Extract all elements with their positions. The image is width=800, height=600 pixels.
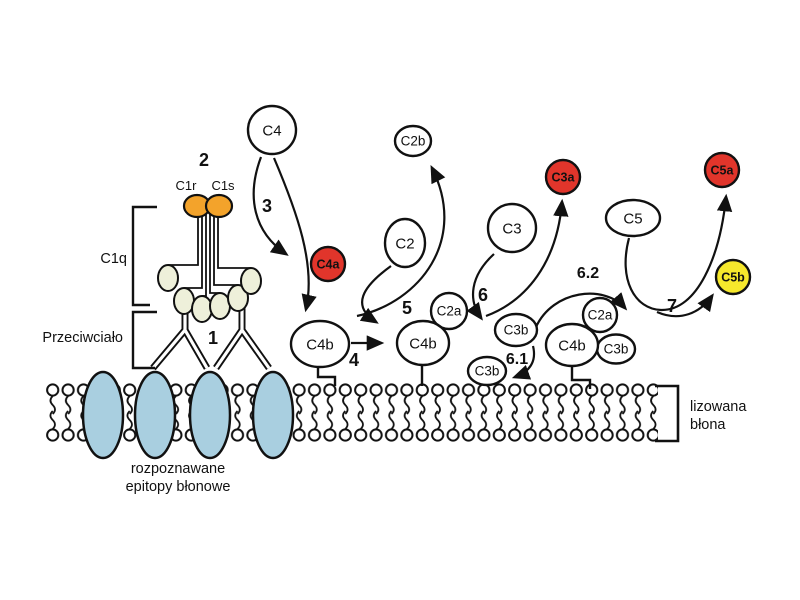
- c1s-head: [204, 193, 234, 219]
- label-c2a-c5convertase: C2a: [588, 308, 613, 323]
- c1q-head: [191, 295, 213, 323]
- epitope-ellipse: [133, 370, 177, 460]
- c1q-head: [227, 284, 249, 312]
- c4b-anchor: [570, 365, 592, 389]
- label-c1r: C1r: [176, 178, 198, 193]
- antibody-y-structures: [150, 304, 272, 371]
- arrow-c3b-to-membrane: [511, 345, 536, 380]
- step-3: 3: [262, 196, 272, 216]
- c1q-globular-heads: [157, 264, 262, 323]
- molecule-c2a-convertase: [429, 291, 469, 331]
- arrow-c4-to-c4b: [272, 157, 317, 313]
- c1r-c1s-enzymes: [182, 193, 234, 219]
- molecule-c4b-membrane: [289, 319, 351, 369]
- molecule-c2a-c5convertase: [581, 296, 619, 334]
- step-4: 4: [349, 350, 359, 370]
- arrow-site-to-c3a: [485, 198, 569, 318]
- c1q-stalk: [184, 214, 203, 289]
- molecule-c2b: [393, 124, 433, 158]
- c1q-head: [173, 287, 195, 315]
- antibody-bracket: [131, 310, 157, 370]
- molecule-c3: [486, 202, 538, 254]
- epitope-ellipse: [188, 370, 232, 460]
- arrow-c3-to-c3b: [466, 253, 495, 321]
- epitope-ellipse: [81, 370, 125, 460]
- molecule-c3b-membrane: [466, 355, 508, 387]
- label-c3b-membrane: C3b: [475, 364, 500, 379]
- antibody-core: [151, 304, 271, 370]
- molecule-c4b-c5convertase: [544, 322, 600, 368]
- label-epitopes-line1: rozpoznawane: [131, 461, 225, 477]
- label-c5a: C5a: [711, 163, 735, 177]
- c1q-stalk: [213, 214, 238, 286]
- label-c3b-free: C3b: [504, 323, 529, 338]
- label-epitopes-line2: epitopy błonowe: [126, 479, 231, 495]
- step-2: 2: [199, 150, 209, 170]
- step-7: 7: [667, 296, 677, 316]
- molecule-c5a: [703, 151, 741, 189]
- step-6: 6: [478, 285, 488, 305]
- label-c2a-convertase: C2a: [437, 304, 462, 319]
- c1q-stalk: [168, 214, 199, 266]
- label-c3a: C3a: [552, 170, 576, 184]
- label-c1q: C1q: [100, 251, 127, 267]
- split-products: [309, 151, 752, 296]
- label-c4: C4: [262, 122, 281, 139]
- label-lysed-line2: błona: [690, 417, 726, 433]
- label-c4b-membrane: C4b: [306, 336, 334, 353]
- label-c2: C2: [395, 235, 414, 252]
- molecule-c5b: [714, 258, 752, 296]
- label-c5b: C5b: [721, 270, 745, 284]
- c4b-anchor: [316, 366, 337, 386]
- molecule-c5: [604, 198, 662, 238]
- c1q-head: [157, 264, 179, 292]
- step-labels: 2 1 3 4 5 6 6.1 6.2 7: [199, 150, 677, 370]
- label-antibody: Przeciwciało: [42, 330, 123, 346]
- molecule-c2: [383, 217, 427, 269]
- step-5: 5: [402, 298, 412, 318]
- arrow-c4-to-c4a: [252, 156, 289, 256]
- molecule-labels: C4 C2b C2 C3 C5 C4b C4b C2a C3b C3b C4b …: [262, 122, 745, 378]
- arrow-c5-to-c5b: [656, 293, 714, 318]
- c1q-head: [209, 292, 231, 320]
- label-c5: C5: [623, 210, 642, 227]
- label-c3: C3: [502, 220, 521, 237]
- label-c1s: C1s: [211, 178, 235, 193]
- brackets: [131, 205, 157, 370]
- label-c3b-c5convertase: C3b: [604, 342, 629, 357]
- epitope-ellipse: [251, 370, 295, 460]
- label-c4b-c5convertase: C4b: [558, 337, 586, 354]
- step-6-2: 6.2: [577, 265, 599, 282]
- c1q-bracket: [131, 205, 157, 307]
- molecule-c3a: [544, 158, 582, 196]
- reaction-arrows: [252, 156, 733, 380]
- lysed-membrane-bracket: [655, 384, 680, 443]
- complement-molecules: [246, 104, 662, 387]
- label-c4a: C4a: [317, 257, 341, 271]
- molecule-c3b-free: [493, 312, 539, 348]
- arrow-c2-to-site: [359, 265, 392, 324]
- molecule-c4a: [309, 245, 347, 283]
- arrow-c5-to-c5a: [624, 193, 733, 312]
- arrow-site-to-c2b: [356, 165, 446, 318]
- arrow-c3b-join-c5-convertase: [535, 292, 628, 328]
- membrane-anchors: [316, 364, 592, 389]
- captions: C1r C1s C1q Przeciwciało rozpoznawane ep…: [42, 178, 747, 495]
- step-6-1: 6.1: [506, 351, 528, 368]
- label-lysed-line1: lizowana: [690, 399, 747, 415]
- c1q-head: [240, 267, 262, 295]
- step-1: 1: [208, 328, 218, 348]
- membrane-epitopes: [81, 370, 295, 460]
- label-c4b-convertase: C4b: [409, 335, 437, 352]
- label-c2b: C2b: [401, 134, 426, 149]
- molecule-c4b-convertase: [395, 319, 451, 367]
- c1q-stalk: [217, 214, 251, 269]
- molecule-c4: [246, 104, 298, 156]
